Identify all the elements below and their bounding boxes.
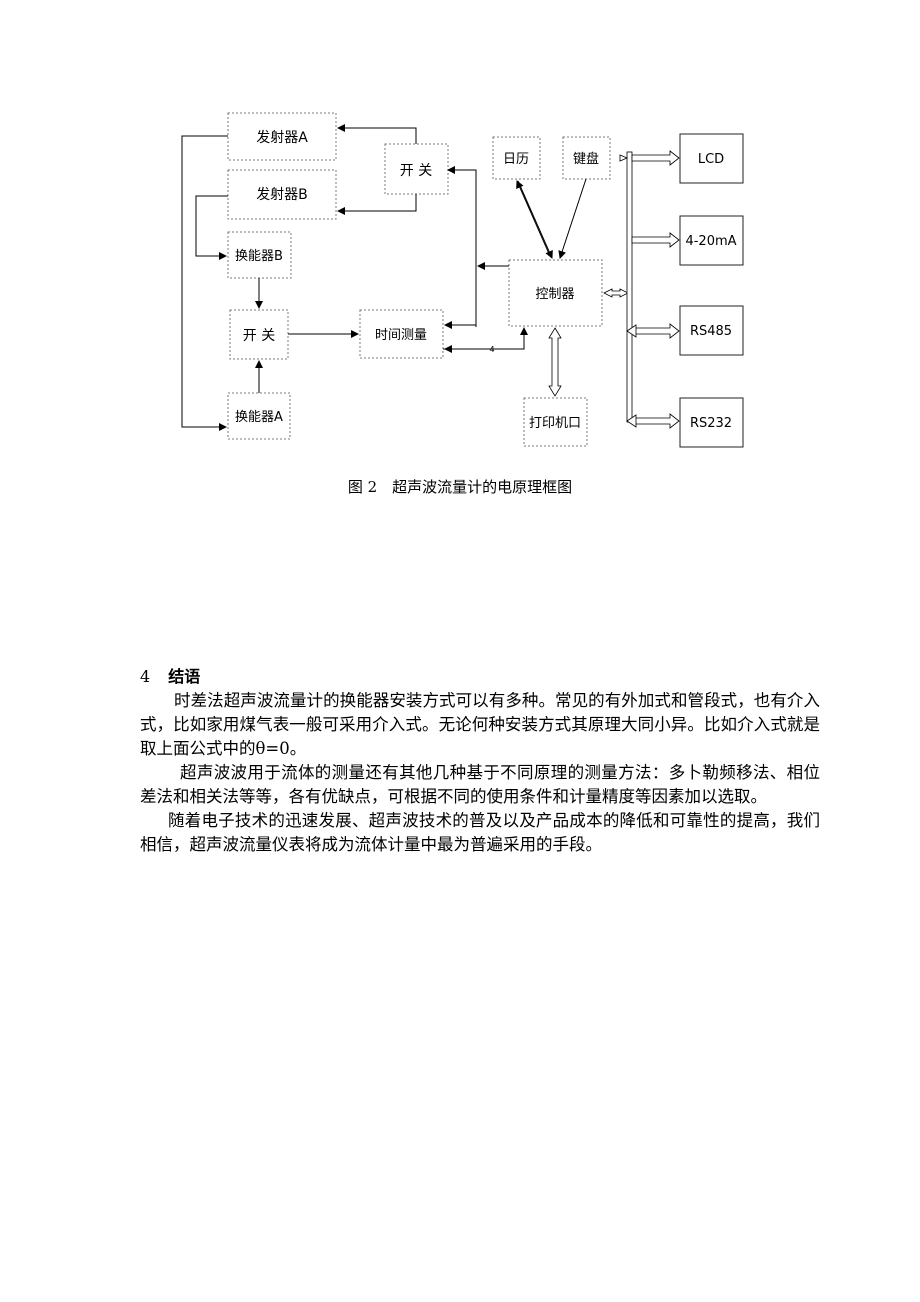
line-time-to-ctrl <box>443 327 528 350</box>
output-bus <box>626 151 633 423</box>
block-printer: 打印机口 <box>523 397 588 447</box>
arrow-ctrl-bus <box>603 288 629 298</box>
line-bus-to-switch-top <box>447 166 477 250</box>
arrow-bus-lcd <box>631 150 680 166</box>
controller-label: 控制器 <box>535 287 574 302</box>
lcd-label: LCD <box>698 152 724 167</box>
section-title: 结语 <box>168 667 201 686</box>
arrow-bus-current <box>631 232 680 248</box>
arrow-rs232-back <box>626 414 637 428</box>
block-current-out: 4-20mA <box>679 215 744 266</box>
bus-width-label: 4 <box>489 345 494 354</box>
line-calendar-to-ctrl <box>517 180 553 259</box>
hollow-arrows <box>548 150 680 429</box>
paragraph-1: 时差法超声波流量计的换能器安装方式可以有多种。常见的有外加式和管段式，也有介入式… <box>140 691 820 758</box>
current-out-label: 4-20mA <box>685 234 736 249</box>
transmitter-a-label: 发射器A <box>256 130 308 146</box>
calendar-label: 日历 <box>503 152 529 167</box>
line-switch-to-tx-a <box>337 124 417 144</box>
arrow-bus-rs232 <box>631 413 680 429</box>
block-transmitter-b: 发射器B <box>227 169 337 220</box>
block-transmitter-a: 发射器A <box>227 112 337 161</box>
time-measure-label: 时间测量 <box>375 328 427 343</box>
paragraph-2: 超声波波用于流体的测量还有其他几种基于不同原理的测量方法：多卜勒频移法、相位差法… <box>140 763 820 806</box>
block-controller: 控制器 <box>508 259 603 327</box>
arrow-bus-rs485 <box>631 323 680 339</box>
block-transducer-b: 换能器B <box>227 231 292 279</box>
rs485-label: RS485 <box>690 324 732 339</box>
paragraph-3: 随着电子技术的迅速发展、超声波技术的普及以及产品成本的降低和可靠性的提高，我们相… <box>140 811 820 854</box>
connection-lines <box>181 124 587 431</box>
block-lcd: LCD <box>679 133 744 184</box>
section-number: 4 <box>140 667 151 686</box>
arrow-rs485-back <box>626 324 637 338</box>
section-heading: 4 结语 <box>140 665 820 689</box>
transducer-b-label: 换能器B <box>235 249 283 264</box>
figure-caption: 图 2 超声波流量计的电原理框图 <box>347 478 573 496</box>
rs232-label: RS232 <box>690 416 732 431</box>
transmitter-b-label: 发射器B <box>256 187 308 203</box>
block-diagram: 发射器A 发射器B 开 关 换能器B 开 关 时间测量 换能器A 日历 键盘 控… <box>181 112 744 448</box>
block-time-measure: 时间测量 <box>359 309 444 359</box>
conclusion-section: 4 结语 时差法超声波流量计的换能器安装方式可以有多种。常见的有外加式和管段式，也… <box>140 665 820 857</box>
block-switch-top: 开 关 <box>384 143 449 195</box>
switch-mid-label: 开 关 <box>243 328 275 344</box>
line-ctrl-to-calendar <box>516 180 551 257</box>
line-tx-a-to-transducer-a <box>181 135 228 431</box>
line-tx-b-to-transducer-b <box>195 195 228 260</box>
line-keyboard-to-ctrl <box>558 178 587 259</box>
switch-top-label: 开 关 <box>400 163 432 179</box>
block-calendar: 日历 <box>492 136 541 180</box>
block-transducer-a: 换能器A <box>227 392 291 440</box>
block-rs485: RS485 <box>679 305 744 356</box>
arrow-ctrl-printer <box>548 327 562 397</box>
arrow-bus-lcd-back <box>619 154 629 162</box>
block-switch-mid: 开 关 <box>229 309 289 360</box>
transducer-a-label: 换能器A <box>235 410 283 425</box>
block-keyboard: 键盘 <box>562 136 611 180</box>
line-switch-to-tx-b <box>337 194 417 215</box>
block-rs232: RS232 <box>679 397 744 448</box>
keyboard-label: 键盘 <box>573 151 599 167</box>
printer-label: 打印机口 <box>529 416 581 431</box>
